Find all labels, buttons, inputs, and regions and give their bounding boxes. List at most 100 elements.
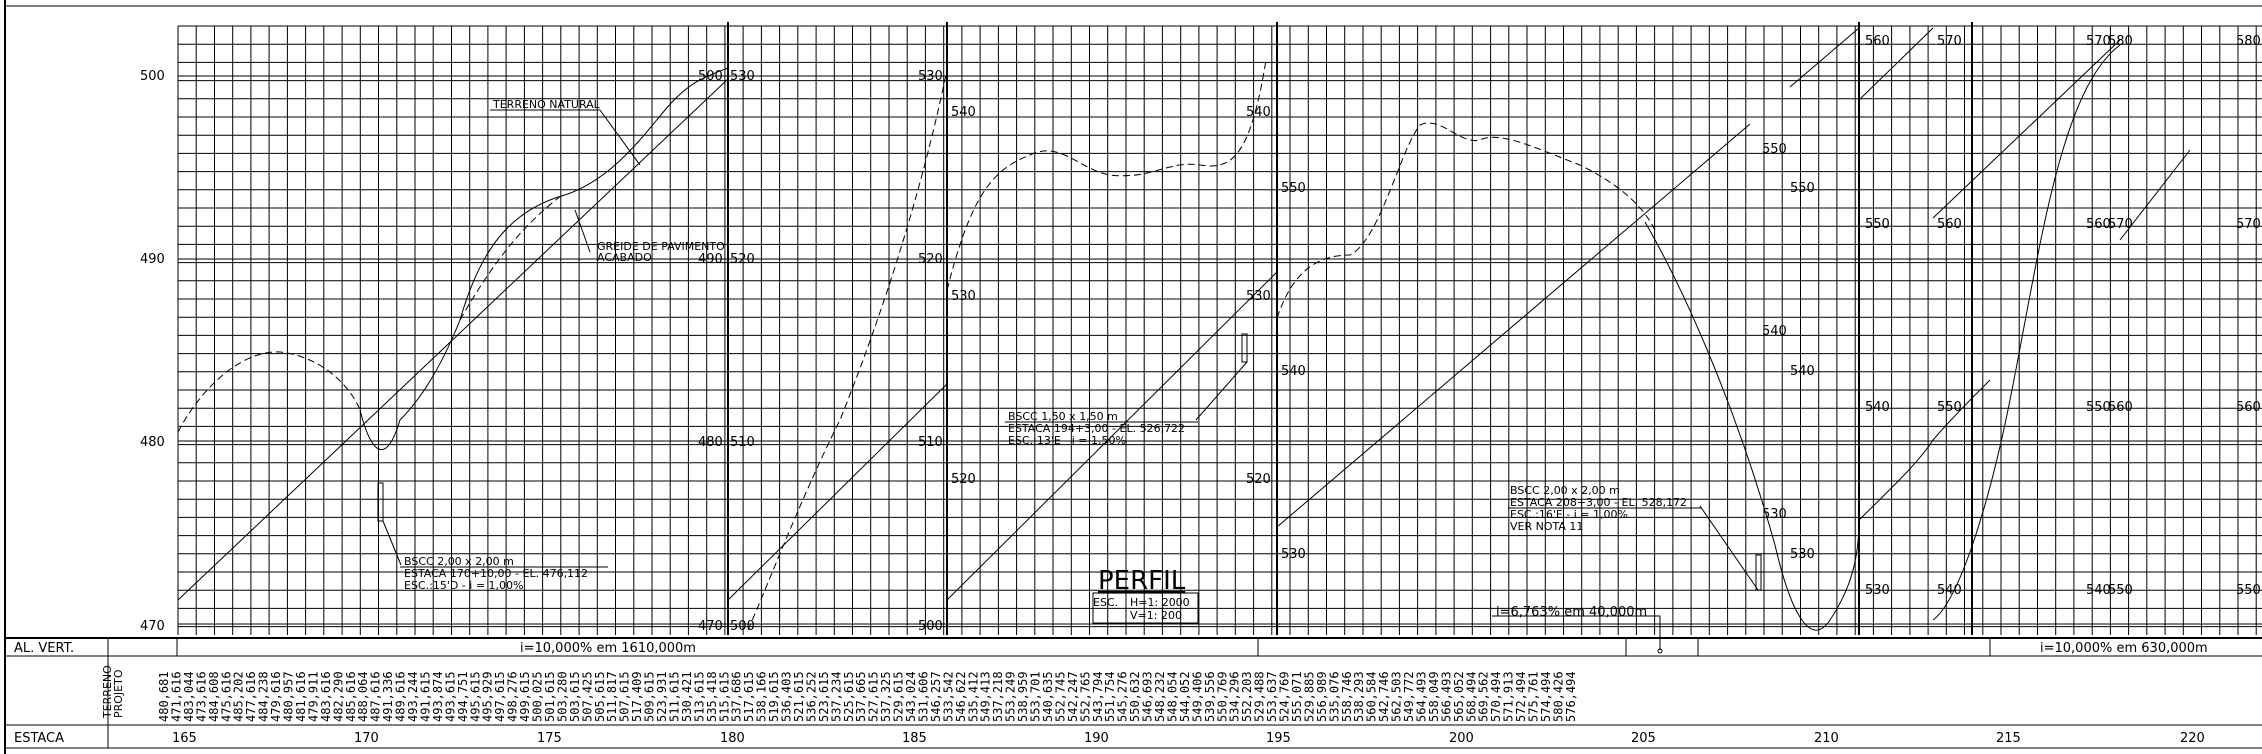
table-value: 549,772 <box>1402 671 1416 722</box>
table-value: 483,616 <box>319 671 333 722</box>
estaca-label: 220 <box>2180 731 2205 746</box>
table-value: 481,616 <box>294 671 308 722</box>
estaca-label: 195 <box>1266 731 1291 746</box>
table-value: 494,751 <box>456 671 470 722</box>
table-value: 564,493 <box>1414 671 1428 722</box>
table-value: 517,409 <box>630 671 644 722</box>
table-value: 570,494 <box>1489 671 1503 722</box>
elevation-label: 530 <box>918 69 943 84</box>
table-value: 552,745 <box>1053 671 1067 722</box>
table-value: 503,615 <box>568 671 582 722</box>
elevation-label: 570 <box>2086 34 2111 49</box>
table-value: 505,615 <box>593 671 607 722</box>
table-value: 546,257 <box>929 671 943 722</box>
table-value: 491,615 <box>418 671 432 722</box>
table-value: 574,494 <box>1539 671 1553 722</box>
profile-grid <box>177 25 2262 635</box>
elevation-label: 540 <box>1246 105 1271 120</box>
elevation-label: 490 <box>698 252 723 267</box>
estaca-label: 175 <box>537 731 562 746</box>
culvert-3-line-1: BSCC 2,00 x 2,00 m <box>1510 484 1620 497</box>
table-value: 477,616 <box>244 671 258 722</box>
table-value: 558,746 <box>1340 671 1354 722</box>
elevation-label: 530 <box>1865 583 1890 598</box>
table-value: 555,071 <box>1290 671 1304 722</box>
table-value: 493,615 <box>443 671 457 722</box>
culvert-3-line-4: VER NOTA 11 <box>1510 520 1583 533</box>
culvert-2-line-2: ESTACA 194+3,00 - EL. 526,722 <box>1008 422 1185 435</box>
culvert-3-line-3: ESC.:16'E - i = 1,00% <box>1510 508 1628 521</box>
table-value: 549,413 <box>979 671 993 722</box>
table-value: 550,769 <box>1215 671 1229 722</box>
table-value: 511,615 <box>668 671 682 722</box>
table-value: 524,769 <box>1278 671 1292 722</box>
table-value: 513,615 <box>692 671 706 722</box>
table-value: 525,615 <box>842 671 856 722</box>
estaca-label: 190 <box>1084 731 1109 746</box>
table-value: 552,203 <box>1240 671 1254 722</box>
elevation-label: 490 <box>140 252 165 267</box>
elevation-label: 520 <box>951 472 976 487</box>
table-value: 548,232 <box>1153 671 1167 722</box>
table-value: 553,249 <box>1004 671 1018 722</box>
table-value: 546,622 <box>954 671 968 722</box>
elevation-label: 510 <box>918 435 943 450</box>
elevation-label: 510 <box>730 435 755 450</box>
elevation-label: 470 <box>140 619 165 634</box>
grade-3: i=10,000% em 630,000m <box>2040 641 2208 656</box>
elevation-label: 480 <box>698 435 723 450</box>
culvert-2-line-1: BSCC 1,50 x 1,50 m <box>1008 410 1118 423</box>
data-table: AL. VERT. ESTACA TERRENO PROJETO i=10,00… <box>5 605 2262 749</box>
table-values: 480,681471,616483,044473,616484,608475,6… <box>157 671 1578 722</box>
scale-vertical: V=1: 200 <box>1130 609 1182 622</box>
table-value: 497,615 <box>493 671 507 722</box>
elevation-label: 500 <box>140 69 165 84</box>
table-value: 543,794 <box>1091 671 1105 722</box>
table-value: 546,693 <box>1141 671 1155 722</box>
table-value: 480,957 <box>282 671 296 722</box>
table-value: 482,290 <box>331 671 345 722</box>
elevation-label: 540 <box>1790 364 1815 379</box>
elevation-label: 530 <box>1790 547 1815 562</box>
elevation-label: 530 <box>1762 507 1787 522</box>
elevation-label: 550 <box>2086 400 2111 415</box>
elevation-label: 540 <box>951 105 976 120</box>
table-value: 519,615 <box>767 671 781 722</box>
table-value: 537,218 <box>991 671 1005 722</box>
table-value: 545,276 <box>1116 671 1130 722</box>
estaca-label: 200 <box>1449 731 1474 746</box>
table-value: 493,874 <box>431 671 445 722</box>
table-value: 535,418 <box>705 671 719 722</box>
terrain-lines <box>177 44 2121 631</box>
leader-lines <box>382 109 1759 591</box>
elevation-label: 550 <box>1865 217 1890 232</box>
table-value: 515,615 <box>717 671 731 722</box>
elevation-label: 500 <box>730 619 755 634</box>
table-value: 556,989 <box>1315 671 1329 722</box>
elevation-label: 550 <box>2236 583 2261 598</box>
estaca-label: 205 <box>1631 731 1656 746</box>
elevation-label: 550 <box>1762 142 1787 157</box>
table-value: 575,761 <box>1527 671 1541 722</box>
table-value: 479,911 <box>306 671 320 722</box>
table-value: 538,166 <box>755 671 769 722</box>
table-value: 529,488 <box>1253 671 1267 722</box>
elevation-label: 530 <box>1246 289 1271 304</box>
table-value: 517,615 <box>742 671 756 722</box>
table-value: 571,913 <box>1502 671 1516 722</box>
elevation-label: 550 <box>1937 400 1962 415</box>
drawing-frame <box>4 0 2262 754</box>
table-value: 537,325 <box>879 671 893 722</box>
table-value: 533,542 <box>941 671 955 722</box>
elevation-label: 570 <box>1937 34 1962 49</box>
table-value: 473,616 <box>194 671 208 722</box>
culvert-3-line-2: ESTACA 208+3,00 - EL. 528,172 <box>1510 496 1687 509</box>
culvert-1-line-1: BSCC 2,00 x 2,00 m <box>404 555 514 568</box>
estaca-label: 215 <box>1996 731 2021 746</box>
table-value: 523,615 <box>817 671 831 722</box>
table-value: 529,615 <box>892 671 906 722</box>
estaca-label: 170 <box>354 731 379 746</box>
table-value: 565,052 <box>1452 671 1466 722</box>
